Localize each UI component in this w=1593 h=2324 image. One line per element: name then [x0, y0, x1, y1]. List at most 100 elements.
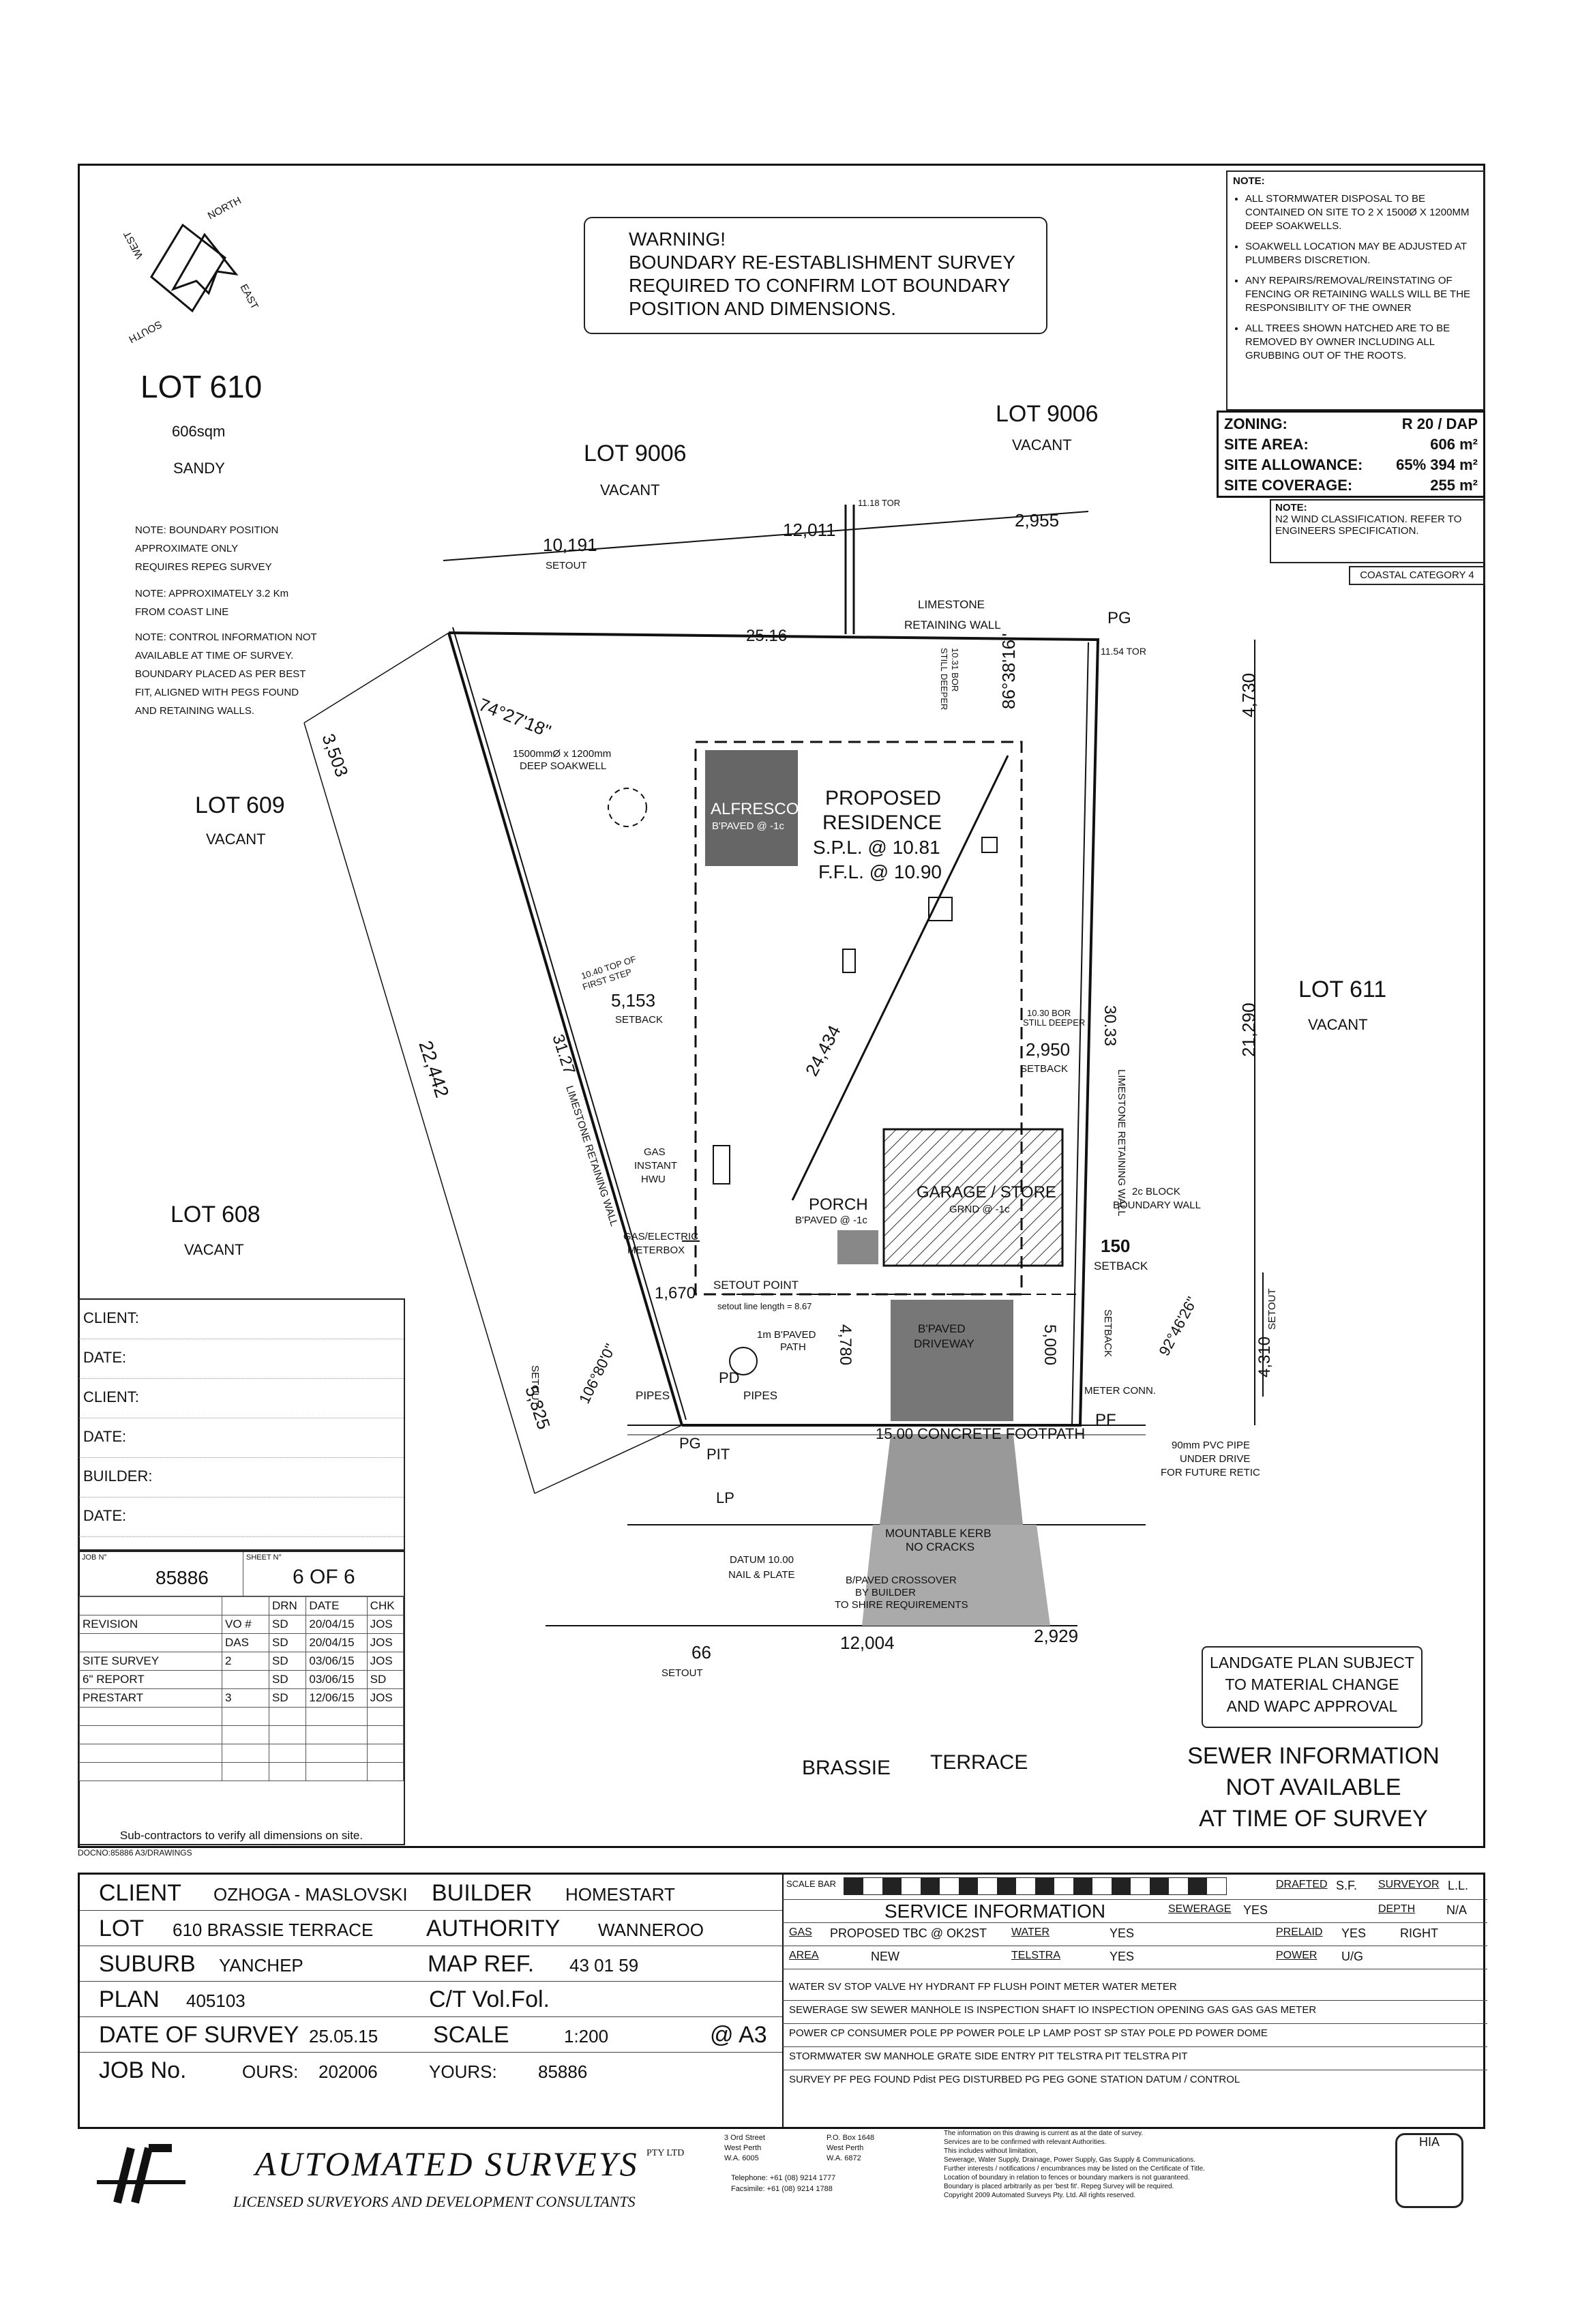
left-note-line: FROM COAST LINE	[135, 606, 229, 618]
area-value: NEW	[871, 1950, 899, 1963]
setback-150: SETBACK	[1094, 1260, 1148, 1272]
subcontractor-note: Sub-contractors to verify all dimensions…	[119, 1829, 363, 1842]
gas-value: PROPOSED TBC @ OK2ST	[830, 1926, 987, 1940]
disclaimer-line: This includes without limitation,	[944, 2147, 1038, 2155]
water-value: YES	[1110, 1926, 1135, 1940]
dim-10191: 10,191	[543, 535, 597, 555]
company-ptyltd: PTY LTD	[646, 2148, 685, 2158]
client-signoff-box: CLIENT: DATE: CLIENT: DATE: BUILDER: DAT…	[78, 1298, 405, 1551]
wind-note-box: NOTE: N2 wind classification. Refer to e…	[1270, 499, 1485, 563]
ct-vol-label: C/T Vol.Fol.	[429, 1986, 550, 2012]
lot610-soil: SANDY	[173, 460, 225, 477]
warning-title: WARNING!	[629, 228, 726, 250]
sewer-note: SEWER INFORMATION NOT AVAILABLE AT TIME …	[1170, 1740, 1457, 1834]
date-survey-row: DATE OF SURVEY 25.05.15 SCALE 1:200 @ A3	[80, 2016, 782, 2053]
table-cell: 3	[222, 1688, 269, 1708]
address-line: W.A. 6005	[724, 2154, 759, 2162]
legend-row: SEWERAGE SW SEWER MANHOLE IS INSPECTION …	[782, 2000, 1487, 2024]
vacant-label: VACANT	[1308, 1016, 1368, 1033]
table-cell: JOS	[366, 1688, 404, 1708]
table-cell: SD	[268, 1615, 307, 1634]
coastal-category: COASTAL CATEGORY 4	[1349, 566, 1485, 585]
left-note-line: NOTE: CONTROL INFORMATION NOT	[135, 631, 317, 643]
power-label: POWER	[1276, 1950, 1317, 1961]
porch-area	[837, 1230, 878, 1264]
alfresco-paved: B'PAVED @ -1c	[712, 820, 784, 832]
site-allowance-label: SITE ALLOWANCE:	[1224, 456, 1363, 473]
limestone-wall-left: LIMESTONE RETAINING WALL	[563, 1084, 620, 1227]
dim-22442: 22,442	[415, 1038, 453, 1100]
scale-bar	[844, 1877, 1227, 1895]
setout-point-label: SETOUT POINT	[713, 1279, 799, 1292]
pipes-label: PIPES	[743, 1389, 777, 1402]
dim-2955: 2,955	[1015, 510, 1059, 531]
pvc-label: UNDER DRIVE	[1180, 1453, 1250, 1465]
hwu-icon	[713, 1145, 730, 1185]
table-cell: 20/04/15	[306, 1615, 368, 1634]
vacant-label: VACANT	[206, 831, 266, 848]
alfresco-label: ALFRESCO	[711, 800, 799, 818]
company-po-box: P.O. Box 1648 West Perth W.A. 6872	[827, 2133, 874, 2164]
telstra-label: TELSTRA	[1011, 1950, 1061, 1961]
path-label: PATH	[780, 1341, 806, 1353]
vacant-label: VACANT	[1012, 436, 1072, 453]
kerb-label: MOUNTABLE KERB	[885, 1527, 992, 1540]
dim-12004: 12,004	[840, 1633, 895, 1653]
left-note-line: NOTE: APPROXIMATELY 3.2 Km	[135, 588, 289, 599]
crossover-label: B/PAVED CROSSOVER	[846, 1575, 957, 1586]
drafted-value: S.F.	[1336, 1879, 1358, 1892]
table-header: DRN	[268, 1596, 307, 1615]
limestone-wall-right: LIMESTONE RETAINING WALL	[1116, 1069, 1127, 1217]
kerb-label: NO CRACKS	[906, 1540, 974, 1553]
path-label: 1m B'PAVED	[757, 1329, 816, 1341]
address-line: 3 Ord Street	[724, 2134, 765, 2142]
note-item: All stormwater disposal to be contained …	[1245, 192, 1478, 233]
landgate-box: LANDGATE PLAN SUBJECT TO MATERIAL CHANGE…	[1202, 1646, 1423, 1728]
site-coverage-value: 255 m²	[1430, 477, 1478, 494]
table-header: DATE	[306, 1596, 368, 1615]
proposed-label: PROPOSED	[825, 787, 941, 809]
pd-icon	[729, 1347, 758, 1375]
pvc-label: 90mm PVC PIPE	[1172, 1440, 1250, 1451]
company-logo-icon	[97, 2144, 185, 2204]
table-cell	[222, 1670, 269, 1689]
note-item: All trees shown hatched are to be remove…	[1245, 322, 1478, 363]
client-label: CLIENT	[99, 1880, 181, 1906]
job-no-label: JOB N°	[82, 1553, 107, 1562]
site-allowance-value: 65% 394 m²	[1396, 456, 1478, 473]
authority-value: WANNEROO	[598, 1920, 704, 1940]
notes-box: NOTE: All stormwater disposal to be cont…	[1226, 170, 1485, 411]
telstra-value: YES	[1110, 1950, 1135, 1963]
fixture-icon	[928, 897, 953, 921]
table-cell: SD	[366, 1670, 404, 1689]
note-item: Any repairs/removal/reinstating of fenci…	[1245, 274, 1478, 315]
wind-note-text: N2 wind classification. Refer to enginee…	[1275, 513, 1462, 537]
service-info-panel: SCALE BAR DRAFTED S.F. SURVEYOR L.L. SER…	[782, 1875, 1487, 2131]
builder-value: HOMESTART	[565, 1884, 675, 1905]
table-cell: JOS	[366, 1652, 404, 1671]
dim-5153: 5,153	[611, 990, 655, 1011]
garage-area	[882, 1128, 1064, 1267]
table-cell: SD	[268, 1633, 307, 1652]
disclaimer-line: The information on this drawing is curre…	[944, 2130, 1144, 2137]
block-wall-label: BOUNDARY WALL	[1113, 1200, 1201, 1211]
scale-bar-row: SCALE BAR DRAFTED S.F. SURVEYOR L.L.	[782, 1875, 1487, 1900]
residence-label: RESIDENCE	[822, 811, 942, 834]
sewer-line: SEWER INFORMATION	[1187, 1743, 1440, 1769]
legend-survey: SURVEY PF PEG FOUND Pdist PEG DISTURBED …	[789, 2074, 1240, 2085]
tor-1154: 11.54 TOR	[1101, 646, 1146, 657]
fixture-icon	[842, 949, 856, 973]
compass-north: NORTH	[206, 195, 243, 222]
setout-label: SETOUT	[529, 1365, 541, 1407]
warning-line: REQUIRED TO CONFIRM LOT BOUNDARY	[629, 275, 1011, 296]
disclaimer-line: Sewerage, Water Supply, Drainage, Power …	[944, 2156, 1195, 2164]
prelaid-side: RIGHT	[1400, 1926, 1438, 1940]
table-cell: SD	[268, 1652, 307, 1671]
lp-label: LP	[716, 1489, 734, 1506]
driveway-area	[891, 1300, 1013, 1421]
ours-value: 202006	[318, 2061, 378, 2082]
left-note-line: REQUIRES REPEG SURVEY	[135, 561, 272, 573]
yours-label: YOURS:	[429, 2061, 497, 2082]
